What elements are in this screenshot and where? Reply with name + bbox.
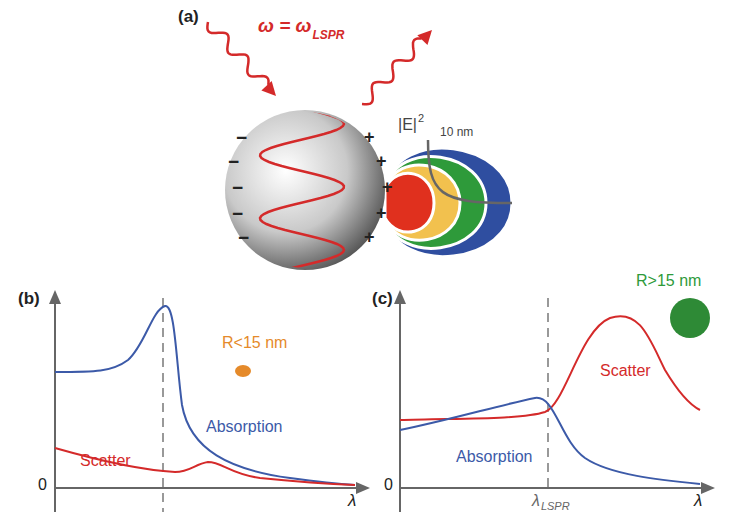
charge-sign: − (236, 128, 247, 149)
arrow-head (417, 30, 432, 45)
size-label: R<15 nm (222, 334, 287, 352)
field-label: |E| (398, 116, 417, 134)
panel-letter: (c) (372, 290, 393, 309)
charge-sign: − (232, 204, 243, 225)
field-exponent: 2 (418, 112, 424, 124)
curve-label: Absorption (206, 418, 283, 436)
wavelength-marker: λ (532, 492, 540, 510)
curve-label: Absorption (456, 448, 533, 466)
frequency-subscript: LSPR (312, 29, 344, 42)
light-waves (207, 22, 432, 104)
panel-letter: (a) (178, 8, 199, 27)
wavelength-subscript: LSPR (541, 500, 570, 512)
size-label: R>15 nm (636, 272, 701, 290)
light-wave (362, 39, 422, 105)
distance-label: 10 nm (440, 126, 473, 139)
charge-sign: + (376, 204, 387, 224)
axis-label: λ (348, 492, 356, 511)
wave-line (260, 108, 344, 272)
arrow-head (261, 81, 276, 96)
axis-label: λ (694, 492, 702, 511)
axis-origin: 0 (384, 476, 393, 494)
charge-sign: + (376, 152, 387, 172)
charge-sign: + (364, 128, 375, 148)
field-band (385, 165, 460, 240)
charge-sign: + (382, 178, 393, 198)
curve-label: Scatter (80, 452, 131, 470)
axis-origin: 0 (38, 476, 47, 494)
panel-letter: (b) (18, 290, 40, 309)
charge-sign: − (232, 178, 243, 199)
frequency-label: ω = ω (258, 16, 311, 37)
charge-sign: − (238, 228, 249, 249)
plot-c (394, 290, 715, 512)
nanoparticle (225, 110, 385, 270)
plot-b (49, 290, 370, 512)
plasmon-wave (260, 108, 344, 272)
charge-sign: − (228, 152, 239, 173)
charge-sign: + (364, 228, 375, 248)
field-decay-curve (428, 140, 512, 203)
curve-label: Scatter (600, 362, 651, 380)
